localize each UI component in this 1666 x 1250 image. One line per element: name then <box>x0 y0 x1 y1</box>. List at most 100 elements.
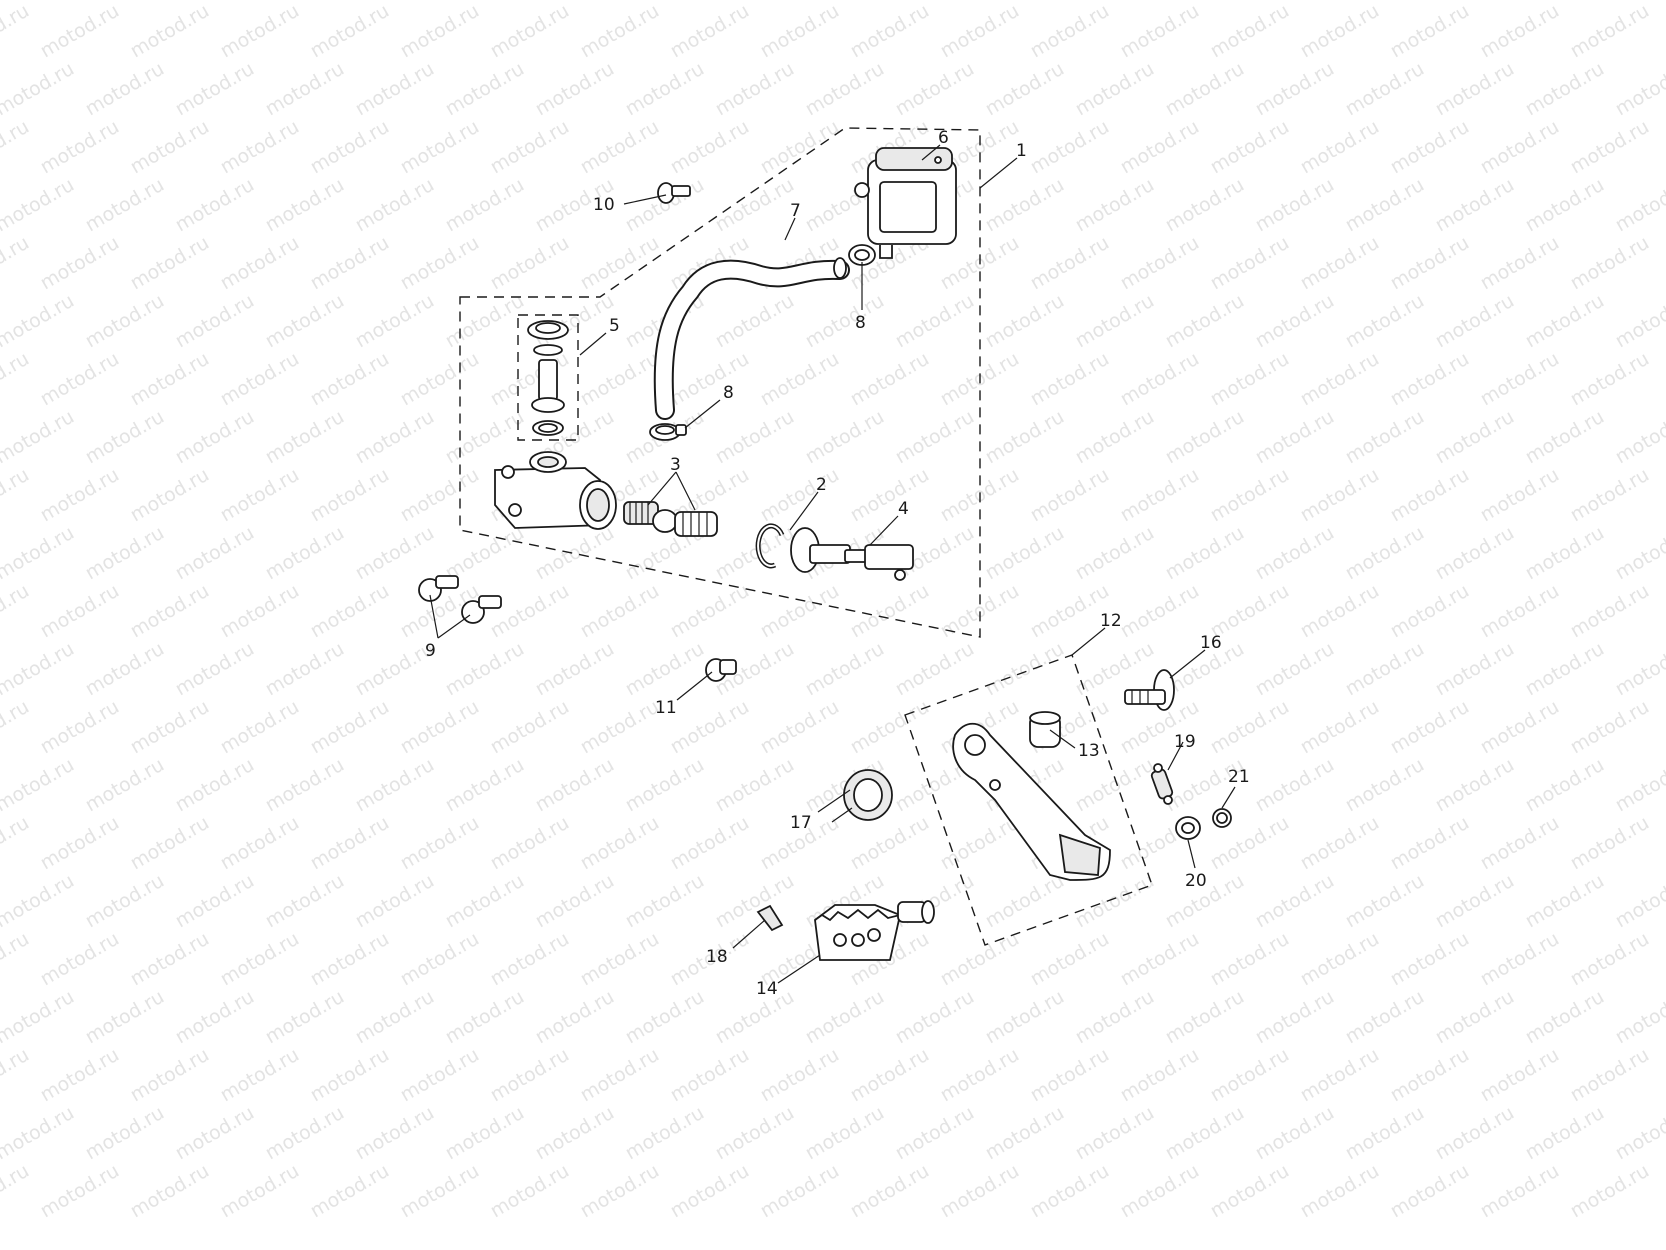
watermark-text: motod.ru <box>1072 174 1158 237</box>
watermark-text: motod.ru <box>487 116 573 179</box>
watermark-text: motod.ru <box>847 696 933 759</box>
watermark-text: motod.ru <box>37 1044 123 1107</box>
watermark-text: motod.ru <box>487 696 573 759</box>
watermark-text: motod.ru <box>1117 116 1203 179</box>
watermark-text: motod.ru <box>532 986 618 1049</box>
watermark-text: motod.ru <box>127 464 213 527</box>
watermark-text: motod.ru <box>0 174 78 237</box>
watermark-text: motod.ru <box>442 406 528 469</box>
watermark-text: motod.ru <box>1027 232 1113 295</box>
watermark-text: motod.ru <box>127 1044 213 1107</box>
watermark-text: motod.ru <box>0 812 33 875</box>
watermark-text: motod.ru <box>82 58 168 121</box>
return-spring-part <box>1150 763 1174 805</box>
watermark-text: motod.ru <box>487 580 573 643</box>
watermark-text: motod.ru <box>667 1044 753 1107</box>
watermark-text: motod.ru <box>1342 406 1428 469</box>
watermark-text: motod.ru <box>577 696 663 759</box>
watermark-text: motod.ru <box>262 870 348 933</box>
watermark-text: motod.ru <box>1522 986 1608 1049</box>
watermark-text: motod.ru <box>622 754 708 817</box>
watermark-text: motod.ru <box>757 116 843 179</box>
callout-21: 21 <box>1228 767 1250 787</box>
watermark-text: motod.ru <box>1117 928 1203 991</box>
watermark-text: motod.ru <box>127 0 213 62</box>
watermark-text: motod.ru <box>1432 174 1518 237</box>
watermark-text: motod.ru <box>1387 348 1473 411</box>
watermark-text: motod.ru <box>217 232 303 295</box>
watermark-text: motod.ru <box>0 0 33 62</box>
watermark-text: motod.ru <box>1432 522 1518 585</box>
watermark-text: motod.ru <box>1567 348 1653 411</box>
watermark-text: motod.ru <box>712 174 798 237</box>
watermark-text: motod.ru <box>1477 1160 1563 1223</box>
watermark-text: motod.ru <box>847 0 933 62</box>
watermark-text: motod.ru <box>172 870 258 933</box>
watermark-text: motod.ru <box>532 0 618 4</box>
watermark-text: motod.ru <box>352 1102 438 1165</box>
watermark-text: motod.ru <box>667 812 753 875</box>
watermark-text: motod.ru <box>1072 0 1158 4</box>
watermark-text: motod.ru <box>1072 986 1158 1049</box>
watermark-text: motod.ru <box>82 638 168 701</box>
watermark-text: motod.ru <box>1612 986 1666 1049</box>
watermark-text: motod.ru <box>1027 464 1113 527</box>
watermark-text: motod.ru <box>1027 348 1113 411</box>
watermark-text: motod.ru <box>82 870 168 933</box>
watermark-text: motod.ru <box>1477 0 1563 62</box>
watermark-text: motod.ru <box>892 290 978 353</box>
watermark-text: motod.ru <box>1432 754 1518 817</box>
watermark-text: motod.ru <box>712 522 798 585</box>
watermark-text: motod.ru <box>1252 0 1338 4</box>
torsion-spring-part <box>831 769 893 823</box>
callout-2: 2 <box>816 475 827 495</box>
watermark-text: motod.ru <box>1567 580 1653 643</box>
watermark-text: motod.ru <box>127 232 213 295</box>
watermark-text: motod.ru <box>1342 290 1428 353</box>
watermark-text: motod.ru <box>1387 116 1473 179</box>
watermark-text: motod.ru <box>892 58 978 121</box>
watermark-text: motod.ru <box>1207 1044 1293 1107</box>
watermark-text: motod.ru <box>667 348 753 411</box>
watermark-text: motod.ru <box>1342 754 1428 817</box>
watermark-text: motod.ru <box>1072 406 1158 469</box>
watermark-text: motod.ru <box>37 580 123 643</box>
watermark-text: motod.ru <box>1432 638 1518 701</box>
watermark-text: motod.ru <box>0 986 78 1049</box>
watermark-text: motod.ru <box>307 0 393 62</box>
watermark-text: motod.ru <box>1612 290 1666 353</box>
callout-9: 9 <box>425 641 436 661</box>
watermark-text: motod.ru <box>487 232 573 295</box>
watermark-text: motod.ru <box>1027 0 1113 62</box>
watermark-text: motod.ru <box>1117 1160 1203 1223</box>
watermark-text: motod.ru <box>1567 464 1653 527</box>
watermark-text: motod.ru <box>0 348 33 411</box>
watermark-text: motod.ru <box>217 464 303 527</box>
watermark-text: motod.ru <box>82 986 168 1049</box>
watermark-text: motod.ru <box>397 116 483 179</box>
watermark-text: motod.ru <box>1207 116 1293 179</box>
watermark-text: motod.ru <box>352 522 438 585</box>
watermark-text: motod.ru <box>1027 1044 1113 1107</box>
master-cylinder-body <box>494 451 617 530</box>
leader-lines <box>429 144 1236 984</box>
assembly-boundary-1 <box>459 127 981 638</box>
callout-12: 12 <box>1100 611 1122 631</box>
watermark-text: motod.ru <box>1297 696 1383 759</box>
watermark-text: motod.ru <box>1207 464 1293 527</box>
watermark-text: motod.ru <box>397 928 483 991</box>
watermark-text: motod.ru <box>982 58 1068 121</box>
watermark-text: motod.ru <box>487 928 573 991</box>
watermark-text: motod.ru <box>1342 58 1428 121</box>
watermark-text: motod.ru <box>1387 580 1473 643</box>
watermark-text: motod.ru <box>757 1044 843 1107</box>
watermark-text: motod.ru <box>37 232 123 295</box>
watermark-text: motod.ru <box>1387 928 1473 991</box>
watermark-text: motod.ru <box>1612 1102 1666 1165</box>
watermark-text: motod.ru <box>262 174 348 237</box>
bolt-10-part <box>657 182 691 204</box>
watermark-text: motod.ru <box>1612 754 1666 817</box>
watermark-text: motod.ru <box>217 928 303 991</box>
watermark-text: motod.ru <box>757 0 843 62</box>
pin-part <box>705 658 737 682</box>
